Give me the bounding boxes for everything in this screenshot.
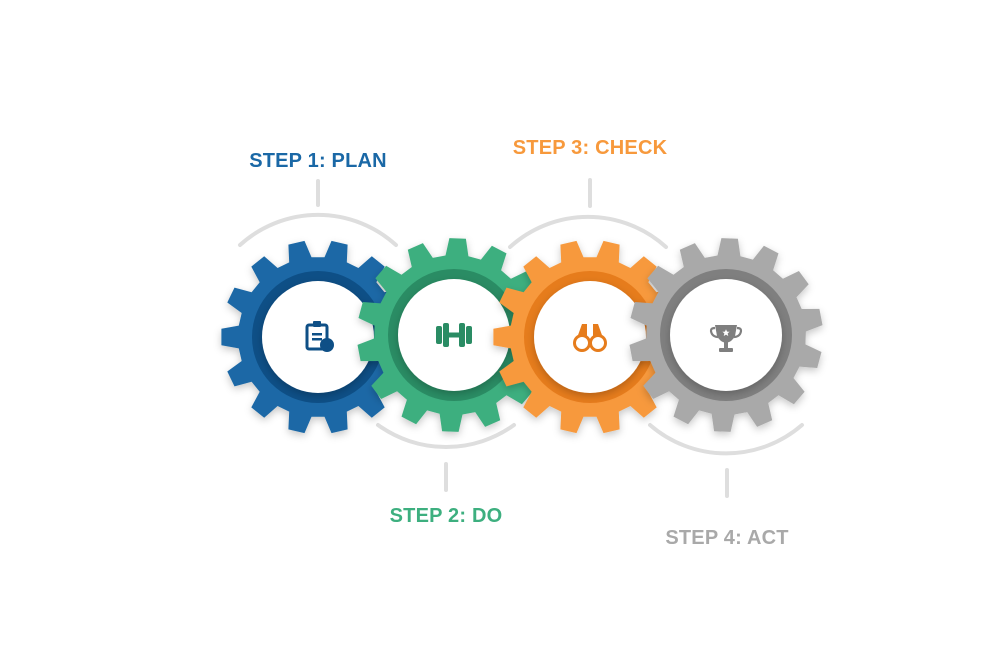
gear-step-3 bbox=[493, 240, 687, 434]
dumbbell-icon bbox=[436, 323, 472, 347]
step-1-label: STEP 1: PLAN bbox=[249, 150, 387, 172]
step-2-label: STEP 2: DO bbox=[389, 505, 503, 527]
trophy-icon bbox=[709, 325, 743, 352]
gear-hub bbox=[534, 281, 646, 393]
clipboard-check-icon bbox=[305, 321, 334, 352]
gear-hub bbox=[262, 281, 374, 393]
step-4-label: STEP 4: ACT bbox=[665, 527, 789, 549]
gear-step-1 bbox=[221, 240, 415, 434]
arc-step-4 bbox=[648, 423, 804, 456]
step-3-label: STEP 3: CHECK bbox=[512, 137, 668, 159]
connector-arcs bbox=[238, 178, 804, 498]
binoculars-icon bbox=[573, 324, 607, 352]
arc-step-2 bbox=[376, 423, 516, 449]
arc-step-1 bbox=[238, 212, 398, 247]
arc-step-3 bbox=[508, 214, 668, 249]
